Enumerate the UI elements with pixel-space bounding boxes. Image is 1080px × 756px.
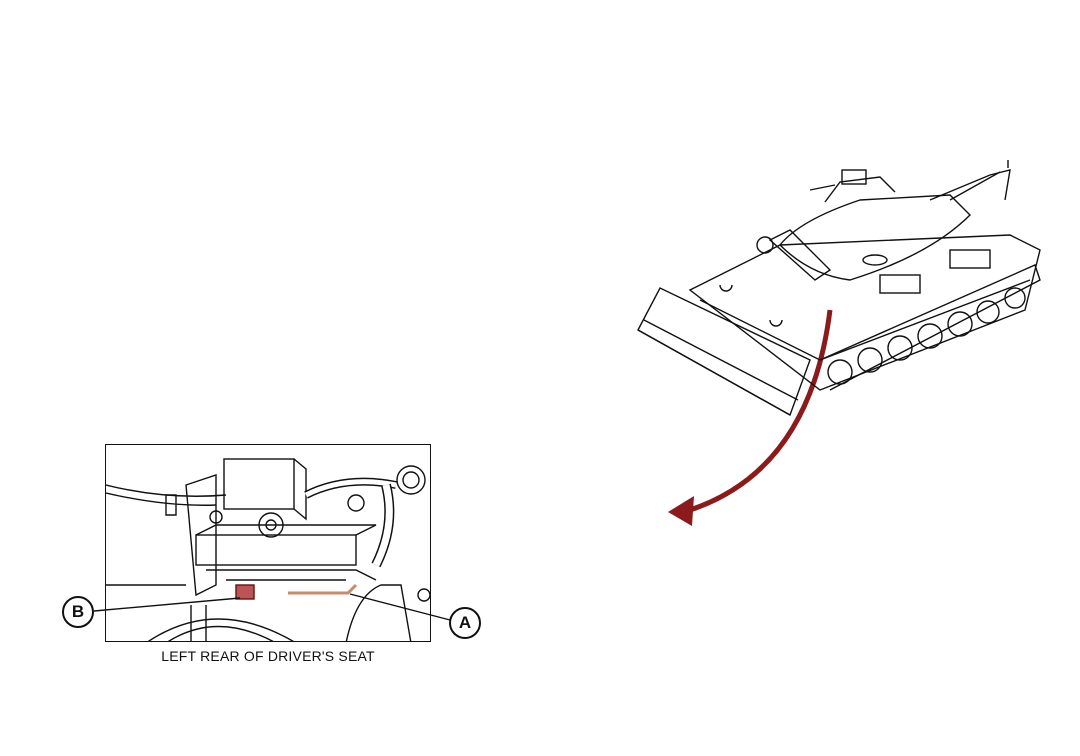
driver-seat-illustration bbox=[106, 458, 430, 641]
detail-caption: LEFT REAR OF DRIVER'S SEAT bbox=[161, 648, 375, 664]
callout-b: B bbox=[62, 596, 94, 628]
tank-illustration bbox=[637, 160, 1041, 417]
driver-seat-detail-view bbox=[105, 444, 431, 642]
callout-a: A bbox=[449, 607, 481, 639]
dozer-blade bbox=[637, 287, 811, 417]
